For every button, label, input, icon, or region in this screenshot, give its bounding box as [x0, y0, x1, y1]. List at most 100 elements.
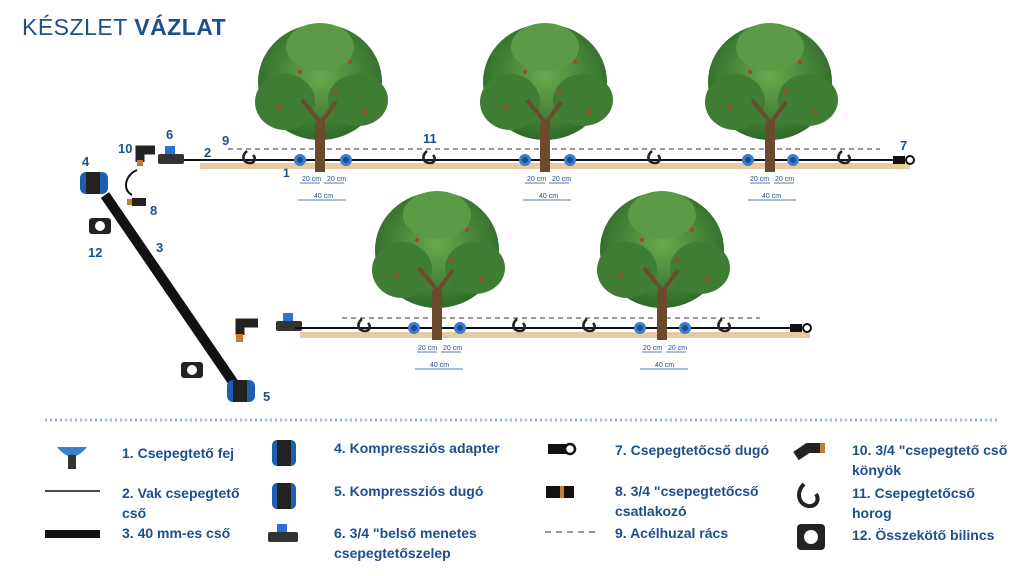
dim-label-20: 20 cm [750, 176, 769, 183]
dim-label-40: 40 cm [762, 193, 781, 200]
legend-text: Acélhuzal rács [630, 525, 729, 541]
emitter-icon [408, 322, 420, 334]
legend-text: Kompressziós dugó [349, 483, 484, 499]
legend-num: 12. [852, 527, 872, 543]
hook-icon [422, 149, 436, 165]
dim-label-20: 20 cm [643, 345, 662, 352]
callout-8: 8 [150, 203, 157, 218]
tree [703, 21, 840, 174]
legend-num: 9. [615, 525, 627, 541]
emitter-icon [57, 447, 87, 469]
emitter-icon [634, 322, 646, 334]
callout-12: 12 [88, 245, 102, 260]
legend-num: 10. [852, 442, 872, 458]
legend-num: 3. [122, 525, 134, 541]
pipe-end-plug-icon [548, 442, 577, 456]
legend-item-11: 11. Csepegtetőcső horog [852, 483, 1017, 523]
emitter-icon [519, 154, 531, 166]
legend-text: Csepegtető fej [137, 445, 235, 461]
dim-label-20: 20 cm [668, 345, 687, 352]
pipe-end-plug-icon [893, 155, 915, 165]
legend-num: 1. [122, 445, 134, 461]
callout-4: 4 [82, 154, 90, 169]
compression-adapter-icon [80, 172, 108, 194]
dim-label-20: 20 cm [552, 176, 571, 183]
clamp-icon [89, 218, 111, 234]
dim-label-40: 40 cm [539, 193, 558, 200]
callout-9: 9 [222, 133, 229, 148]
emitter-icon [787, 154, 799, 166]
legend-text: 3/4 "csepegtetőcső csatlakozó [615, 483, 759, 519]
legend-item-2: 2. Vak csepegtető cső [122, 483, 262, 523]
legend-item-7: 7. Csepegtetőcső dugó [615, 440, 790, 460]
legend-item-4: 4. Kompressziós adapter [334, 438, 534, 458]
dim-label-40: 40 cm [314, 193, 333, 200]
legend-item-12: 12. Összekötő bilincs [852, 525, 1017, 545]
legend-item-10: 10. 3/4 "csepegtető cső könyök [852, 440, 1017, 480]
connector-icon [546, 486, 574, 498]
callout-1: 1 [283, 166, 290, 180]
legend-text: 3/4 "csepegtető cső könyök [852, 442, 1008, 478]
emitter-icon [340, 154, 352, 166]
hook-icon [357, 317, 371, 333]
emitter-icon [742, 154, 754, 166]
callout-5: 5 [263, 389, 270, 404]
legend-text: Vak csepegtető cső [122, 485, 240, 521]
emitter-icon [679, 322, 691, 334]
legend-num: 7. [615, 442, 627, 458]
legend-item-3: 3. 40 mm-es cső [122, 523, 262, 543]
dim-label-20: 20 cm [775, 176, 794, 183]
legend-item-8: 8. 3/4 "csepegtetőcső csatlakozó [615, 481, 790, 521]
legend-item-9: 9. Acélhuzal rács [615, 523, 790, 543]
elbow-icon [135, 145, 155, 166]
dim-label-20: 20 cm [418, 345, 437, 352]
legend-num: 4. [334, 440, 346, 456]
legend-text: 40 mm-es cső [137, 525, 231, 541]
compression-plug-icon [272, 483, 296, 509]
pipe-end-plug-icon [790, 323, 812, 333]
legend-item-6: 6. 3/4 "belső menetes csepegtetőszelep [334, 523, 534, 563]
callout-11: 11 [423, 131, 437, 146]
legend-item-5: 5. Kompressziós dugó [334, 481, 534, 501]
dim-label-20: 20 cm [302, 176, 321, 183]
tree [253, 21, 390, 174]
hook-icon [242, 149, 256, 165]
callout-10: 10 [118, 141, 132, 156]
hook-icon [797, 482, 820, 509]
hook-icon [837, 149, 851, 165]
legend-num: 5. [334, 483, 346, 499]
main-pipe-icon [45, 530, 100, 538]
compression-adapter-icon [272, 440, 296, 466]
legend-text: Csepegtetőcső horog [852, 485, 975, 521]
page-title: KÉSZLET VÁZLAT [22, 14, 226, 41]
callout-7: 7 [900, 138, 907, 153]
legend-text: Kompressziós adapter [349, 440, 500, 456]
legend-text: Csepegtetőcső dugó [630, 442, 770, 458]
callout-3: 3 [156, 240, 163, 255]
legend-num: 8. [615, 483, 627, 499]
valve-icon [158, 146, 184, 164]
ground-strip-lower [300, 332, 810, 338]
hook-icon [582, 317, 596, 333]
legend-num: 11. [852, 485, 871, 501]
dim-label-20: 20 cm [443, 345, 462, 352]
title-part1: KÉSZLET [22, 14, 128, 40]
dim-label-20: 20 cm [527, 176, 546, 183]
title-part2: VÁZLAT [134, 14, 227, 40]
main-pipe-40mm [100, 192, 240, 388]
hook-icon [647, 149, 661, 165]
legend-text: 3/4 "belső menetes csepegtetőszelep [334, 525, 477, 561]
dim-label-40: 40 cm [655, 362, 674, 369]
emitter-icon [454, 322, 466, 334]
callout-6: 6 [166, 127, 173, 142]
clamp-icon [181, 362, 203, 378]
ground-strip-upper [200, 163, 910, 169]
valve-icon [268, 524, 298, 542]
callout-2: 2 [204, 145, 211, 160]
hook-icon [717, 317, 731, 333]
compression-plug-icon [227, 380, 255, 402]
connector-icon [127, 198, 146, 206]
tree [478, 21, 615, 174]
legend-num: 6. [334, 525, 346, 541]
